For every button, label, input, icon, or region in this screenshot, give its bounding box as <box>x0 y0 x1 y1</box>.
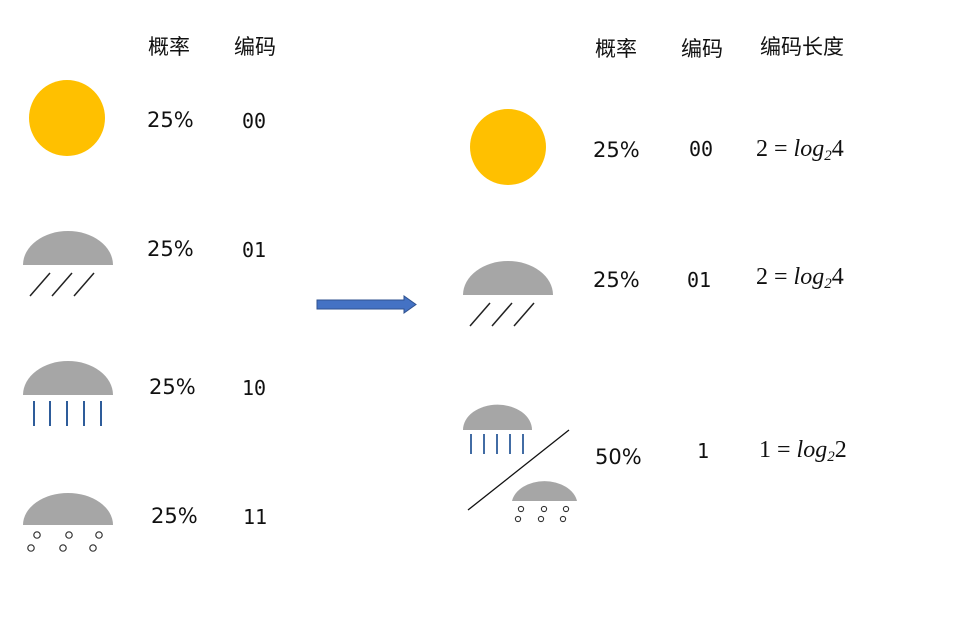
sun-icon <box>29 80 105 156</box>
left-row-1-probability: 25% <box>147 108 194 132</box>
formula-arg: 2 <box>834 437 847 463</box>
right-row-2-probability: 25% <box>593 268 640 292</box>
formula-lhs: 1 <box>759 437 771 463</box>
right-row-3-code: 1 <box>697 439 710 463</box>
light-rain-icon <box>463 261 553 327</box>
formula-equals: = <box>777 437 791 463</box>
formula-arg: 4 <box>831 136 844 162</box>
formula-lhs: 2 <box>756 264 768 290</box>
diagonal-divider <box>467 429 570 511</box>
right-row-2-formula: 2 = log24 <box>756 265 844 292</box>
right-row-1-formula: 2 = log24 <box>756 137 844 164</box>
formula-base: 2 <box>827 449 835 465</box>
left-row-4-probability: 25% <box>151 504 198 528</box>
heavy-rain-icon <box>463 404 532 454</box>
formula-log: log <box>793 264 825 290</box>
formula-arg: 4 <box>831 264 844 290</box>
formula-log: log <box>796 437 828 463</box>
right-row-1-probability: 25% <box>593 138 640 162</box>
left-row-1-code: 00 <box>242 109 267 133</box>
left-row-3-probability: 25% <box>149 375 196 399</box>
right-row-3-probability: 50% <box>595 445 642 469</box>
right-row-3-formula: 1 = log22 <box>759 438 847 465</box>
left-header-code: 编码 <box>234 35 276 59</box>
formula-log: log <box>793 136 825 162</box>
right-row-2-code: 01 <box>687 268 712 292</box>
formula-lhs: 2 <box>756 136 768 162</box>
hail-icon <box>23 493 113 552</box>
hail-icon <box>512 481 577 523</box>
right-header-code-length: 编码长度 <box>760 35 844 59</box>
formula-equals: = <box>774 136 788 162</box>
heavy-rain-icon <box>23 361 113 426</box>
sun-icon <box>470 109 546 185</box>
right-header-code: 编码 <box>681 37 723 61</box>
left-row-2-code: 01 <box>242 238 267 262</box>
formula-base: 2 <box>824 148 832 164</box>
right-header-probability: 概率 <box>595 37 637 61</box>
right-arrow-icon <box>316 295 417 314</box>
left-header-probability: 概率 <box>148 35 190 59</box>
left-row-3-code: 10 <box>242 376 267 400</box>
light-rain-icon <box>23 231 113 297</box>
right-row-1-code: 00 <box>689 137 714 161</box>
left-row-2-probability: 25% <box>147 237 194 261</box>
left-row-4-code: 11 <box>243 505 268 529</box>
formula-equals: = <box>774 264 788 290</box>
formula-base: 2 <box>824 276 832 292</box>
